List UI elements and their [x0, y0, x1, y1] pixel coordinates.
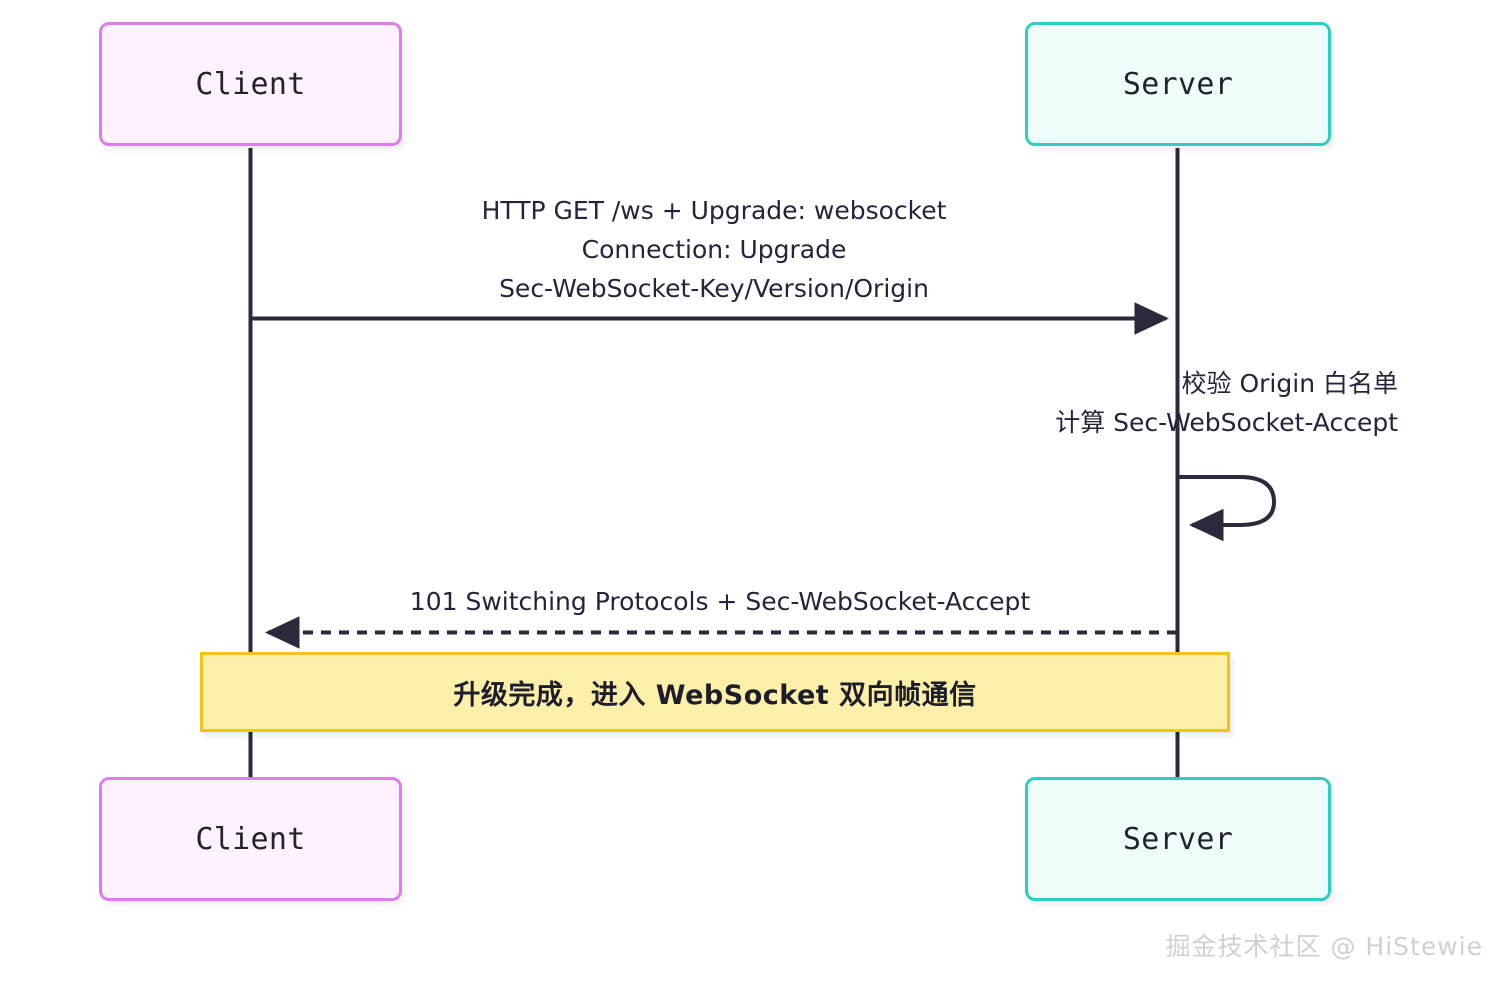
participant-server-top-label: Server	[1122, 66, 1234, 102]
participant-server-top[interactable]: Server	[1025, 22, 1331, 146]
participant-client-bottom-label: Client	[195, 821, 306, 857]
message-label-self-process-line-2: 计算 Sec-WebSocket-Accept	[1055, 408, 1398, 437]
note-upgrade-complete-text: 升级完成，进入 WebSocket 双向帧通信	[453, 679, 977, 711]
participant-client-top-label: Client	[195, 66, 306, 102]
participant-server-bottom[interactable]: Server	[1025, 777, 1331, 901]
message-label-request-line-2: Connection: Upgrade	[581, 235, 847, 264]
message-label-request-line-3: Sec-WebSocket-Key/Version/Origin	[499, 274, 929, 303]
participant-server-bottom-label: Server	[1122, 821, 1234, 857]
message-label-response: 101 Switching Protocols + Sec-WebSocket-…	[409, 587, 1031, 616]
participant-client-bottom[interactable]: Client	[99, 777, 402, 901]
message-arrow-self-process	[1179, 475, 1277, 542]
watermark: 掘金技术社区 @ HiStewie	[1165, 932, 1483, 961]
note-upgrade-complete: 升级完成，进入 WebSocket 双向帧通信	[200, 652, 1230, 732]
message-label-self-process-line-1: 校验 Origin 白名单	[1181, 369, 1398, 398]
participant-client-top[interactable]: Client	[99, 22, 402, 146]
message-label-request-line-1: HTTP GET /ws + Upgrade: websocket	[481, 196, 947, 225]
